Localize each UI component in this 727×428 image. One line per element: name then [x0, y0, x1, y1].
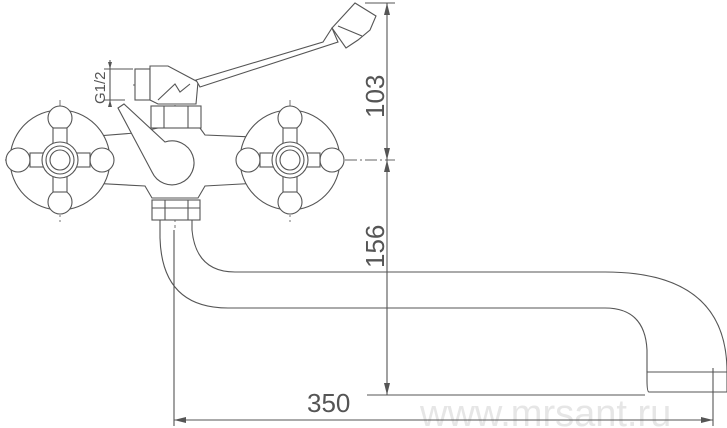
dimension-g1-2: G1/2 [92, 71, 109, 104]
dimension-156: 156 [360, 225, 390, 268]
dimension-350: 350 [307, 388, 350, 418]
horizontal-dimension: 350 [173, 230, 714, 426]
outlet-nut [151, 199, 201, 221]
thread-dimension: G1/2 [92, 60, 133, 107]
upper-connector [134, 65, 202, 129]
long-lever-handle [195, 2, 377, 88]
dimension-103: 103 [360, 75, 390, 118]
vertical-dimension: 103 156 [360, 2, 645, 396]
right-valve-handle [235, 105, 345, 215]
left-valve-handle [5, 105, 115, 215]
diverter-lever [117, 103, 195, 186]
watermark: www.mrsant.ru [419, 393, 671, 428]
spout [159, 220, 727, 393]
